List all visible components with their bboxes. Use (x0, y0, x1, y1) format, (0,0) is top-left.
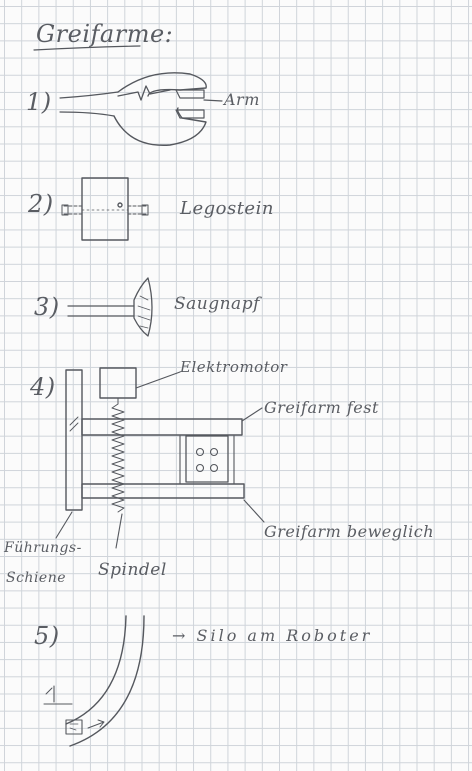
item-1-number: 1) (26, 88, 52, 116)
suction-cup-drawing (68, 278, 152, 336)
moving-arm-label: Greifarm beweglich (264, 522, 434, 541)
item-5-number: 5) (34, 622, 60, 650)
lego-brick-label: Legostein (180, 198, 274, 219)
suction-cup-label: Saugnapf (174, 294, 260, 314)
lego-brick-drawing (62, 178, 148, 240)
item-2-number: 2) (28, 190, 54, 218)
item-4-number: 4) (30, 373, 56, 401)
rail-label-line-1: Führungs- (4, 540, 82, 556)
item-3-number: 3) (34, 293, 60, 321)
title-underline (34, 46, 140, 50)
spindle-gripper-drawing (56, 368, 264, 548)
silo-label: → Silo am Roboter (172, 626, 372, 645)
arm-gripper-drawing (60, 73, 222, 145)
spindle-label: Spindel (98, 560, 167, 580)
rail-label-line-2: Schiene (6, 570, 66, 586)
motor-label: Elektromotor (180, 358, 287, 376)
arm-label: Arm (224, 90, 260, 109)
fixed-arm-label: Greifarm fest (264, 398, 379, 417)
